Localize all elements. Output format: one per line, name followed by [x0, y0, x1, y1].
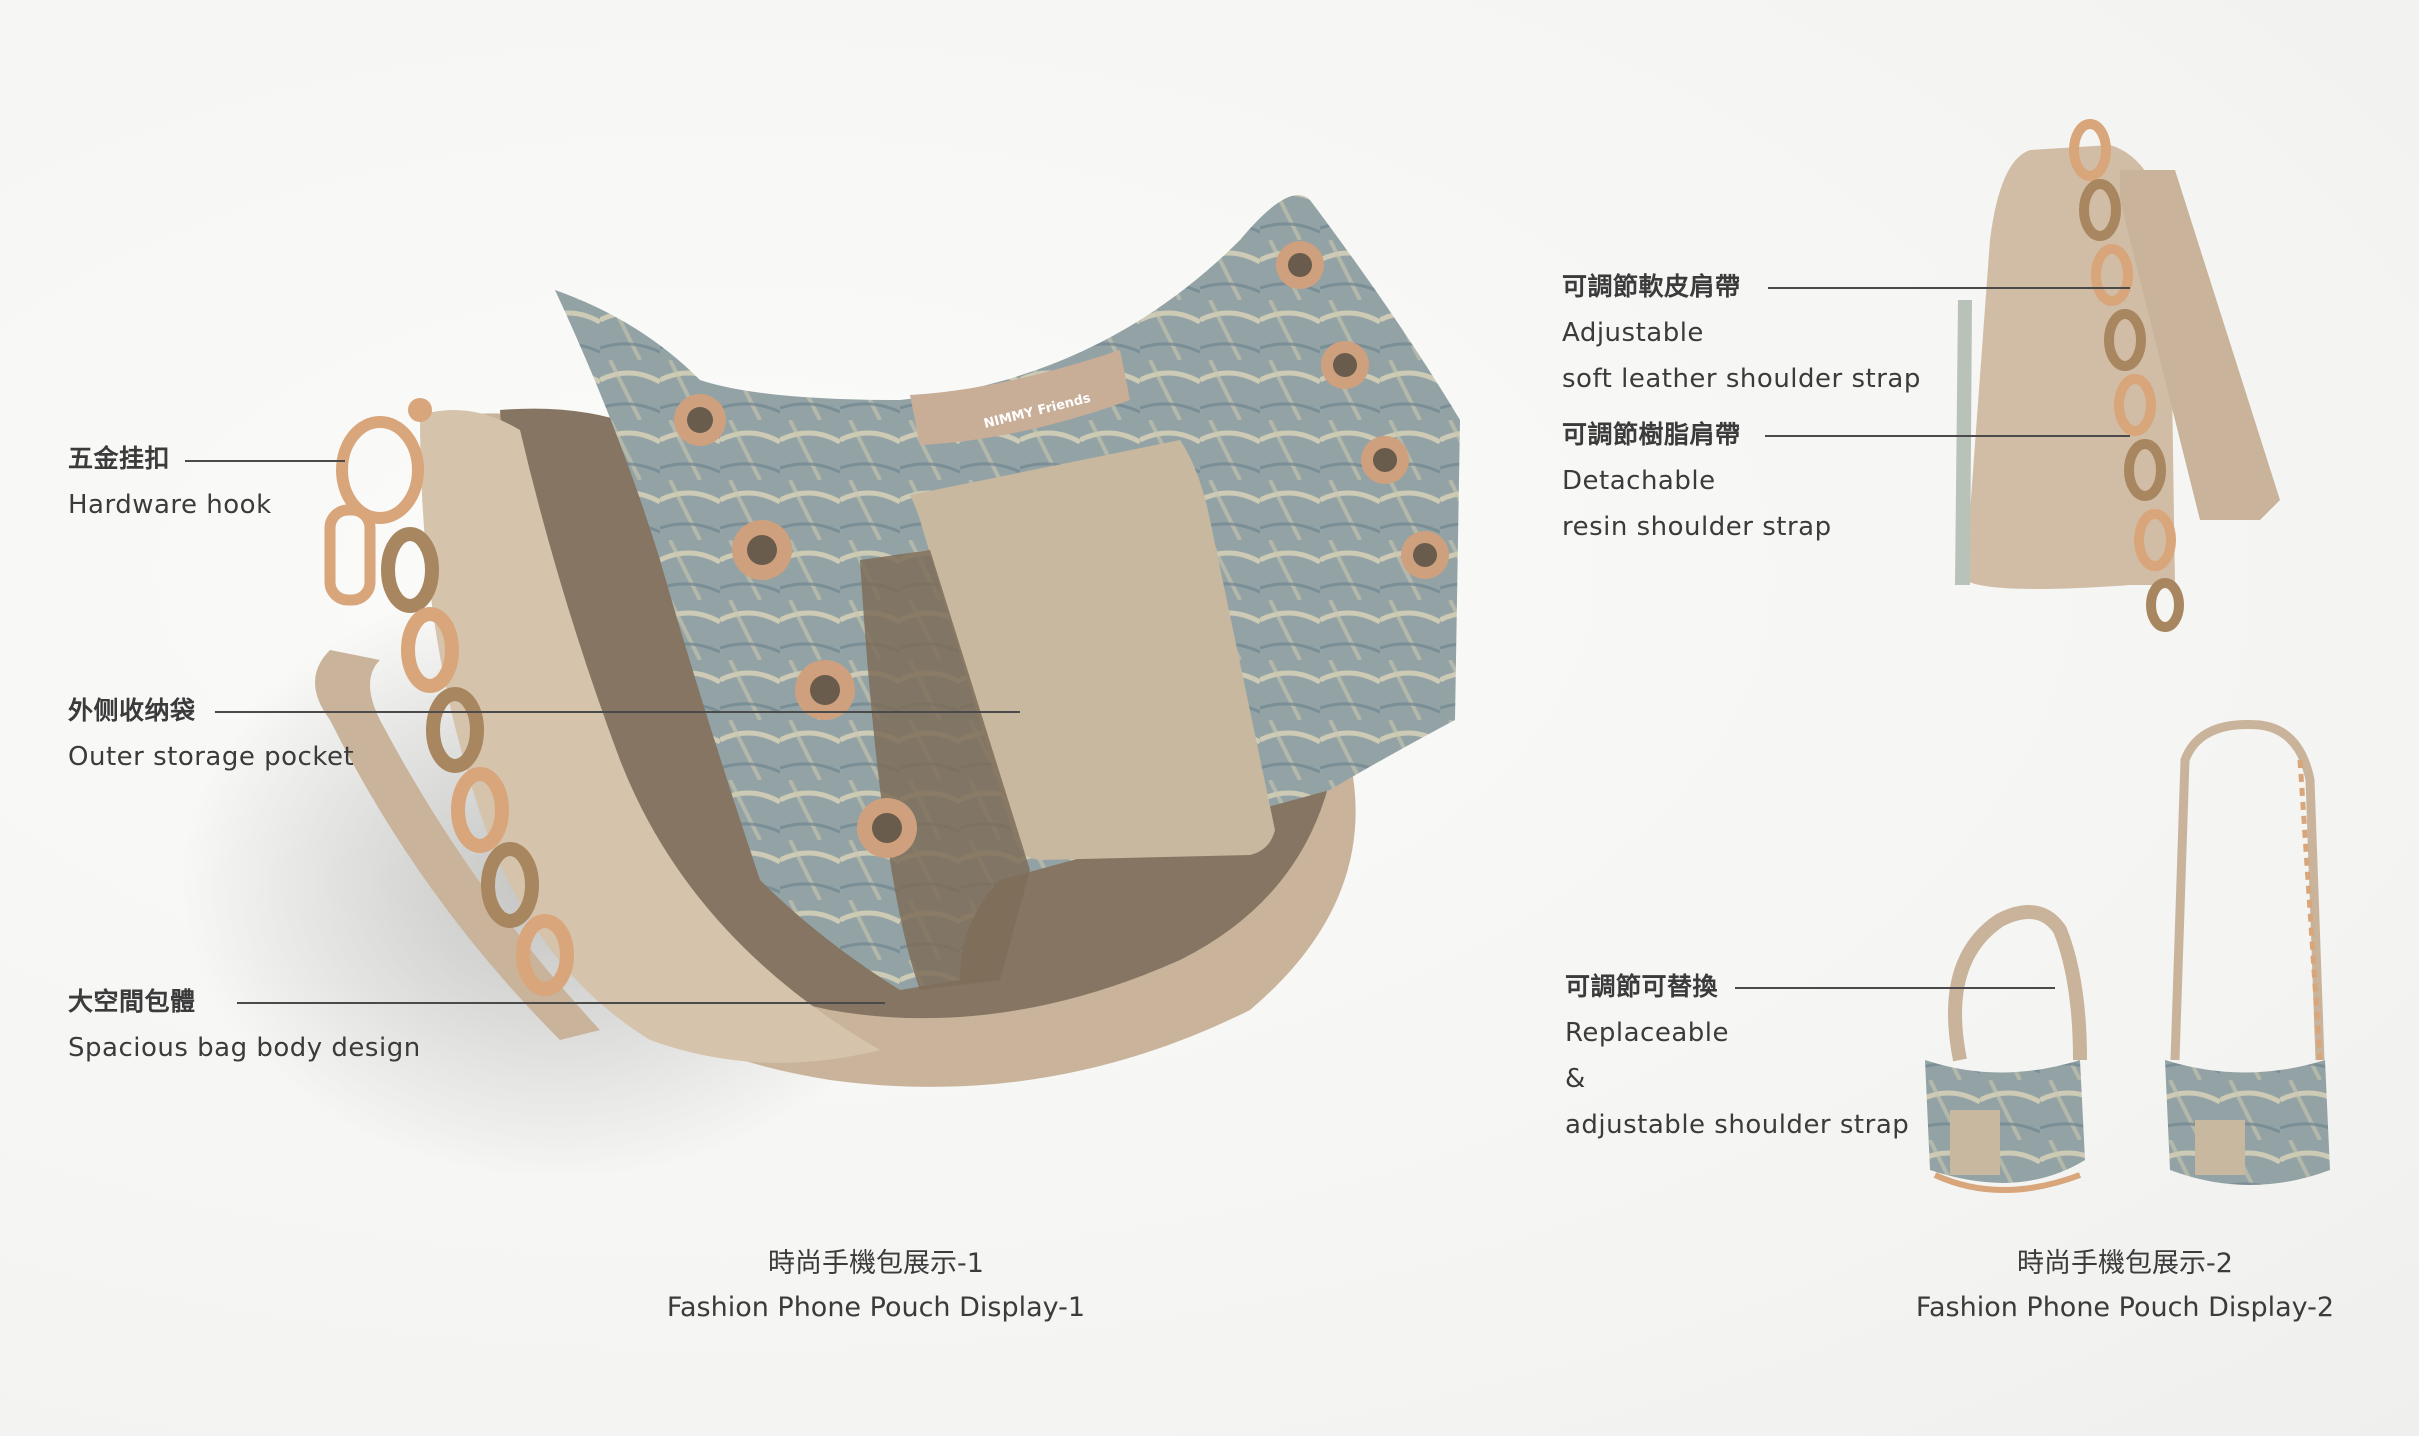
caption-display-2: 時尚手機包展示-2 Fashion Phone Pouch Display-2 [1916, 1242, 2334, 1330]
grommets [674, 241, 1449, 858]
callout-bag-body: 大空間包體 Spacious bag body design [68, 979, 421, 1071]
callout-hook-zh: 五金挂扣 [68, 444, 171, 473]
callout-resin-en-2: resin shoulder strap [1562, 512, 1832, 542]
pocket-shadow [860, 550, 1030, 990]
small-bag-short-handle [1925, 905, 2087, 1193]
callout-hook-en: Hardware hook [68, 490, 272, 520]
small-bag-long-strap [2165, 719, 2330, 1185]
callout-replace-en-3: adjustable shoulder strap [1565, 1110, 1910, 1140]
callout-resin-en-1: Detachable [1562, 466, 1716, 496]
small-bag-2-body [2165, 1060, 2330, 1185]
hardware-hook [324, 398, 432, 606]
caption-2-en: Fashion Phone Pouch Display-2 [1915, 1292, 2335, 1323]
callout-leather-strap: 可調節軟皮肩帶 Adjustable soft leather shoulder… [1562, 264, 1921, 402]
callout-resin-strap: 可調節樹脂肩帶 Detachable resin shoulder strap [1562, 412, 1832, 550]
callout-body-zh: 大空間包體 [68, 987, 196, 1016]
callout-leather-en-2: soft leather shoulder strap [1562, 364, 1921, 394]
callout-replace-zh: 可調節可替換 [1565, 972, 1719, 1001]
callout-hardware-hook: 五金挂扣 Hardware hook [68, 436, 272, 528]
short-handle [1948, 905, 2087, 1062]
side-leather-strap [2120, 170, 2280, 520]
small-bag-1-body [1925, 1060, 2085, 1183]
side-view-bag [1955, 119, 2280, 632]
small-bag-1-pocket [1950, 1110, 2000, 1175]
main-bag: NIMMY Friends [315, 195, 1460, 1087]
callout-pocket-en: Outer storage pocket [68, 742, 355, 772]
caption-2-zh: 時尚手機包展示-2 [2017, 1248, 2233, 1279]
resin-chain [381, 527, 574, 996]
leader-lines [185, 287, 2130, 1004]
leather-strap [315, 650, 600, 1040]
callout-leather-en-1: Adjustable [1562, 318, 1704, 348]
callout-resin-zh: 可調節樹脂肩帶 [1562, 420, 1741, 449]
side-chain [2069, 119, 2184, 632]
caption-1-en: Fashion Phone Pouch Display-1 [666, 1292, 1086, 1323]
side-denim-edge [1955, 300, 1972, 585]
callout-body-en: Spacious bag body design [68, 1033, 421, 1063]
callout-leather-zh: 可調節軟皮肩帶 [1562, 272, 1741, 301]
long-strap [2170, 719, 2325, 1061]
brand-tag-patch [910, 350, 1130, 445]
callout-replace-en-1: Replaceable [1565, 1018, 1730, 1048]
outer-pocket [910, 440, 1275, 860]
callout-replace-en-2: & [1565, 1064, 1586, 1094]
callout-pocket-zh: 外侧收纳袋 [68, 696, 196, 725]
small-bag-2-pocket [2195, 1120, 2245, 1175]
callout-replace-strap: 可調節可替換 Replaceable & adjustable shoulder… [1565, 964, 1909, 1148]
callout-outer-pocket: 外侧收纳袋 Outer storage pocket [68, 688, 354, 780]
caption-display-1: 時尚手機包展示-1 Fashion Phone Pouch Display-1 [667, 1242, 1085, 1330]
small-bag-1-chain [1933, 1172, 2082, 1193]
caption-1-zh: 時尚手機包展示-1 [768, 1248, 984, 1279]
